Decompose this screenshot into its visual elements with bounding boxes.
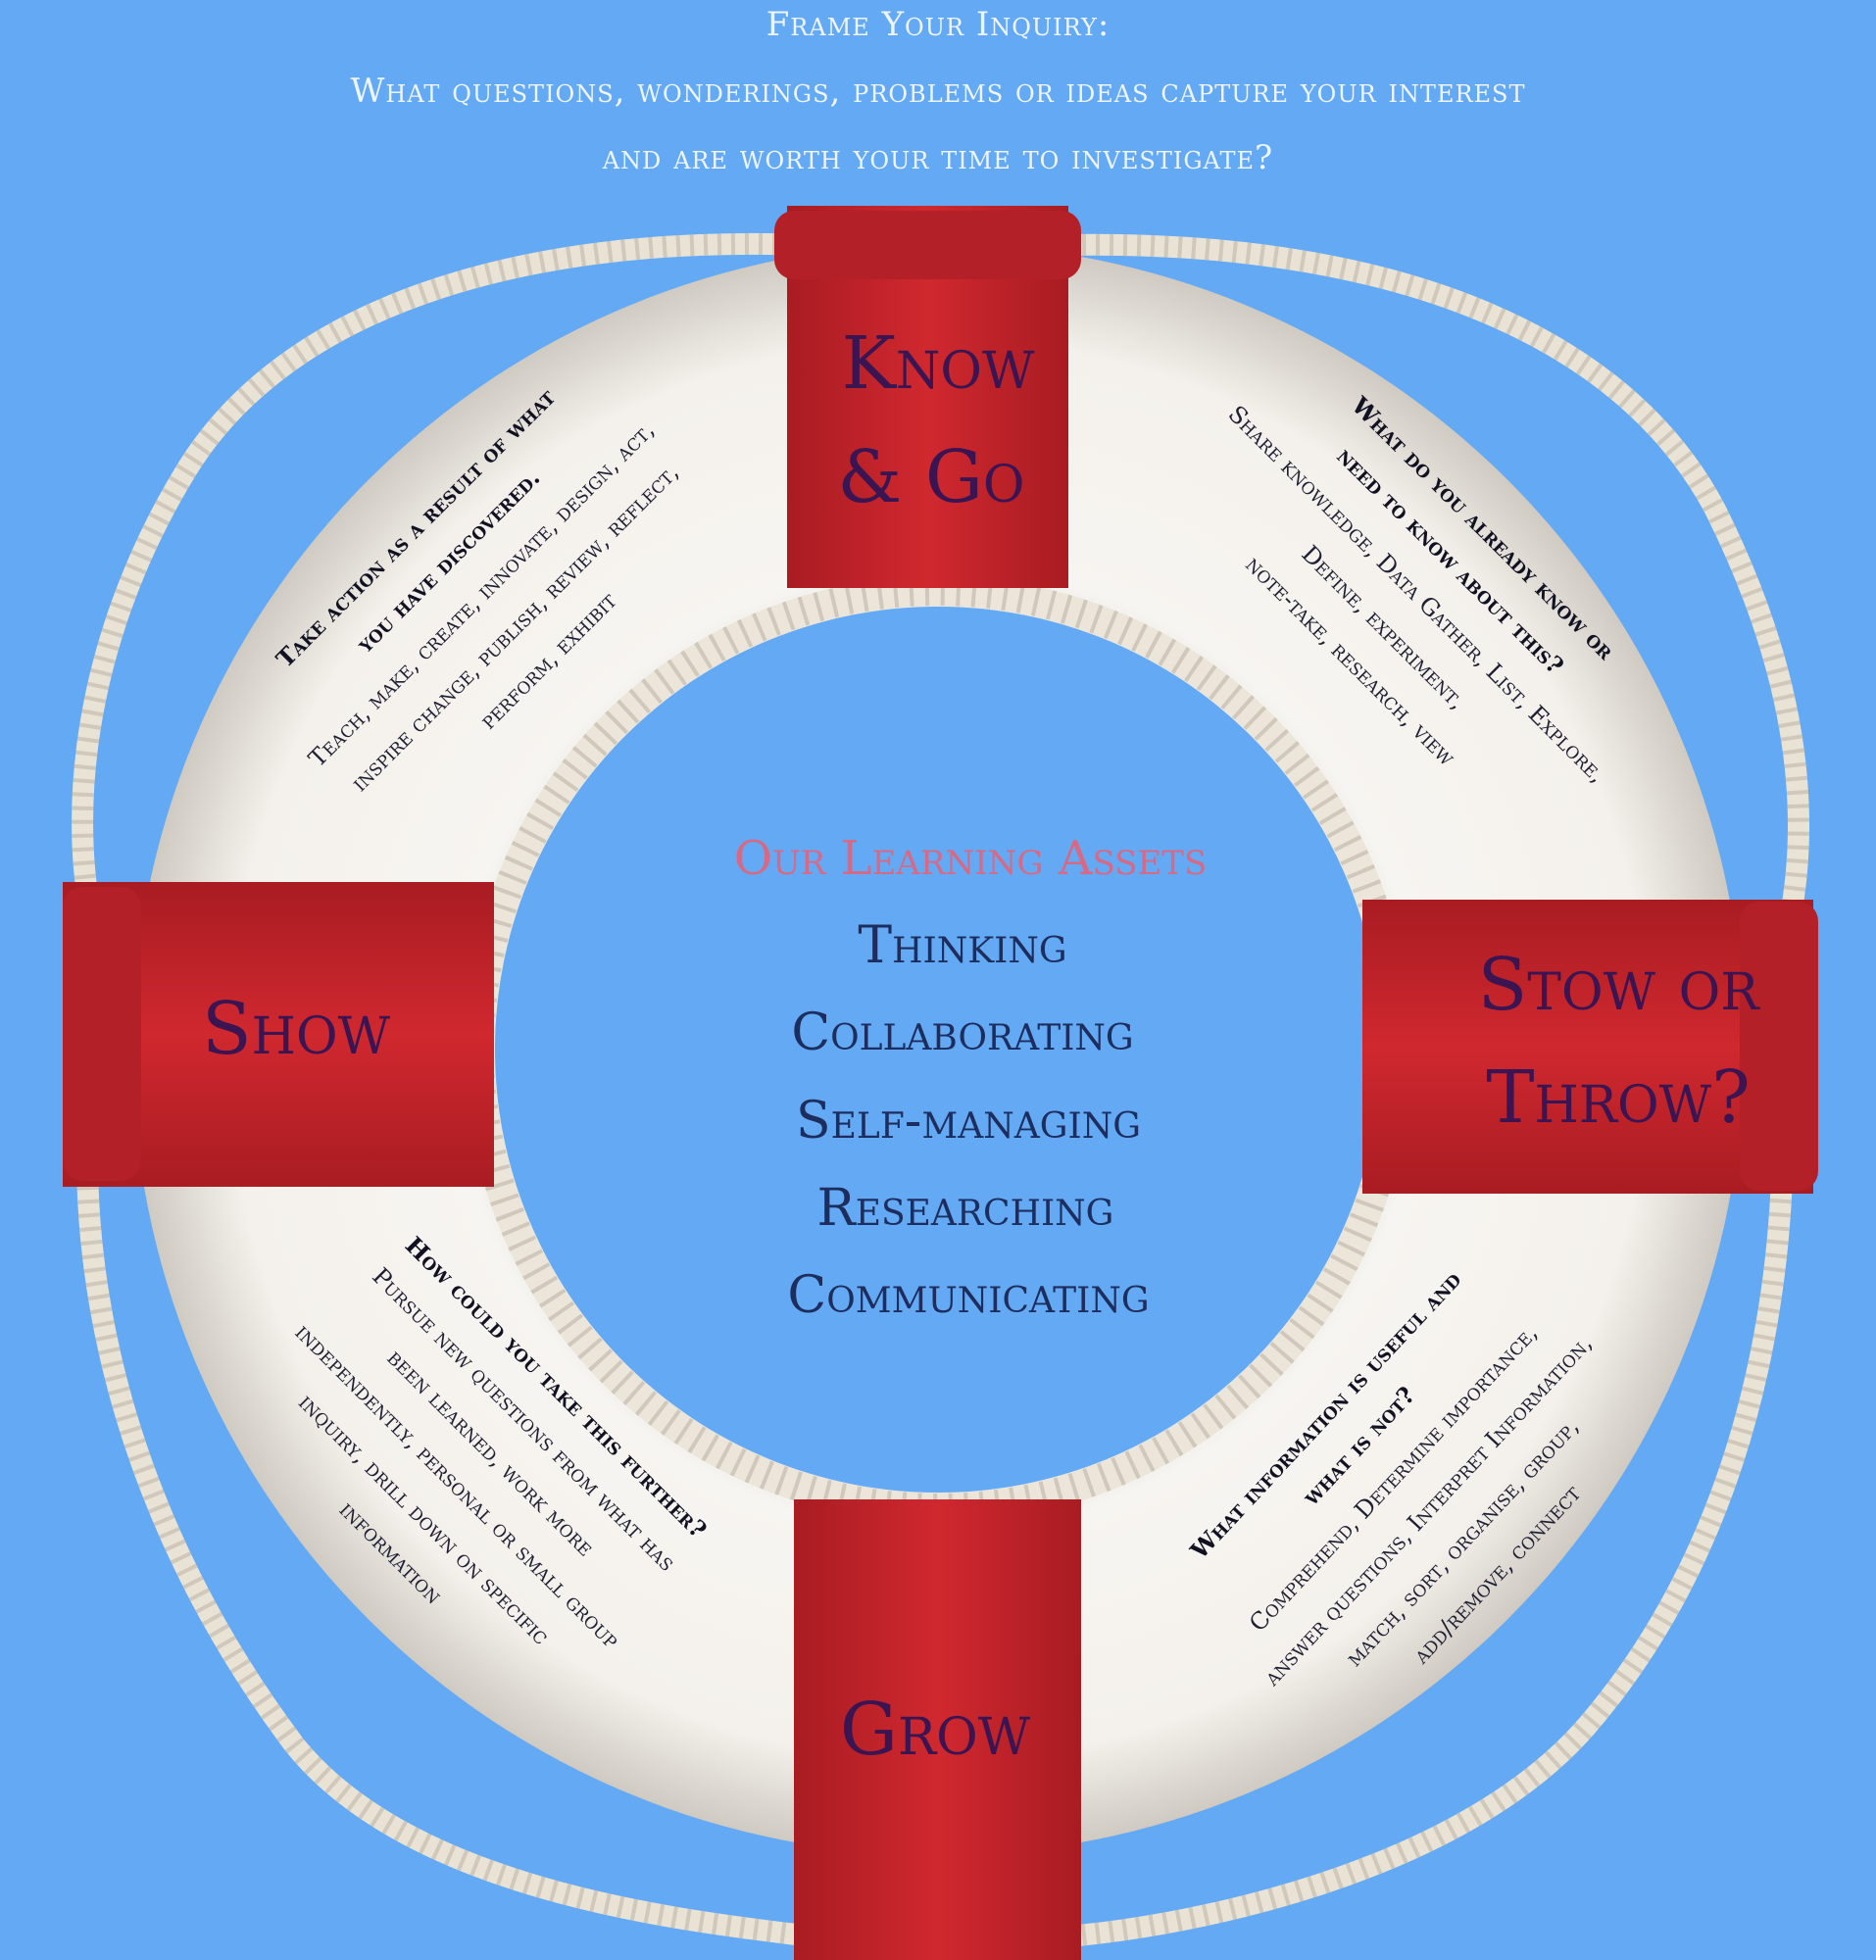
asset-item: Thinking	[858, 916, 1066, 975]
band-label-grow: Grow	[840, 1688, 1031, 1772]
band-label-go: & Go	[837, 435, 1024, 519]
band-right	[1362, 900, 1813, 1194]
band-label-stow-or: Stow or	[1478, 943, 1761, 1027]
band-bottom	[794, 1499, 1081, 1960]
lifebuoy-ring	[132, 244, 1744, 1855]
asset-item: Researching	[817, 1179, 1114, 1238]
band-label-show: Show	[202, 987, 391, 1071]
asset-item: Communicating	[787, 1266, 1149, 1325]
asset-item: Self-managing	[796, 1092, 1141, 1151]
red-bands	[63, 206, 1818, 1960]
learning-assets-title: Our Learning Assets	[734, 831, 1208, 886]
header-line-2: What questions, wonderings, problems or …	[350, 72, 1525, 111]
header: Frame Your Inquiry: What questions, wond…	[350, 5, 1525, 177]
asset-item: Collaborating	[791, 1004, 1133, 1062]
header-line-1: Frame Your Inquiry:	[766, 5, 1111, 44]
band-label-know: Know	[842, 321, 1035, 406]
header-line-3: and are worth your time to investigate?	[602, 138, 1274, 177]
band-label-throw: Throw?	[1486, 1055, 1751, 1140]
learning-assets: Our Learning Assets Thinking Collaborati…	[734, 831, 1208, 1325]
